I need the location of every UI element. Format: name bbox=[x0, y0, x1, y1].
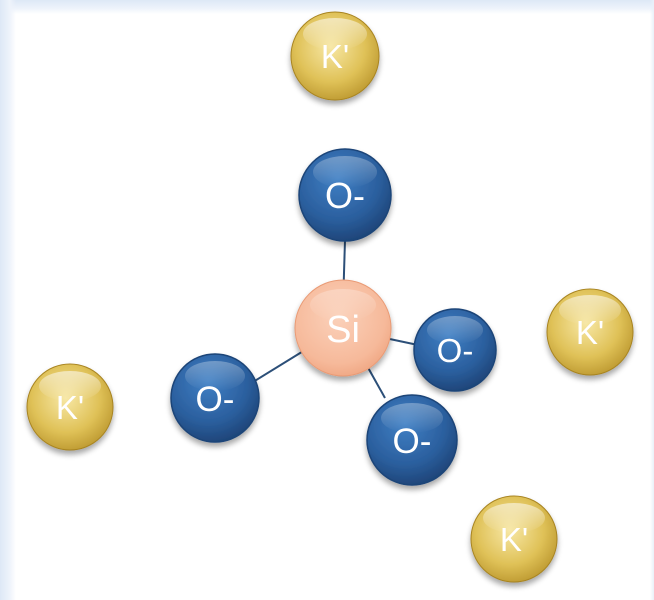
frame-right-edge bbox=[650, 0, 654, 600]
oxygen-right: O- bbox=[413, 308, 497, 392]
silicon-center: Si bbox=[294, 279, 392, 377]
frame-top-edge bbox=[0, 0, 654, 14]
bond-si-o-right bbox=[384, 337, 419, 346]
oxygen-top: O- bbox=[298, 148, 392, 242]
potassium-left-label: K' bbox=[56, 389, 84, 426]
oxygen-right-label: O- bbox=[437, 332, 474, 369]
oxygen-left-label: O- bbox=[196, 380, 235, 419]
potassium-left: K' bbox=[26, 363, 114, 451]
oxygen-bottom: O- bbox=[366, 394, 458, 486]
bond-si-o-bottom bbox=[365, 363, 386, 399]
oxygen-left: O- bbox=[170, 353, 260, 443]
frame-left-edge bbox=[0, 0, 16, 600]
potassium-top-label: K' bbox=[321, 38, 349, 75]
potassium-bottom-label: K' bbox=[500, 521, 528, 558]
potassium-top: K' bbox=[290, 11, 380, 101]
potassium-right-label: K' bbox=[576, 314, 604, 351]
potassium-bottom: K' bbox=[470, 495, 558, 583]
potassium-right: K' bbox=[546, 288, 634, 376]
silicon-label: Si bbox=[326, 309, 360, 351]
oxygen-top-label: O- bbox=[325, 175, 365, 216]
oxygen-bottom-label: O- bbox=[393, 422, 432, 461]
